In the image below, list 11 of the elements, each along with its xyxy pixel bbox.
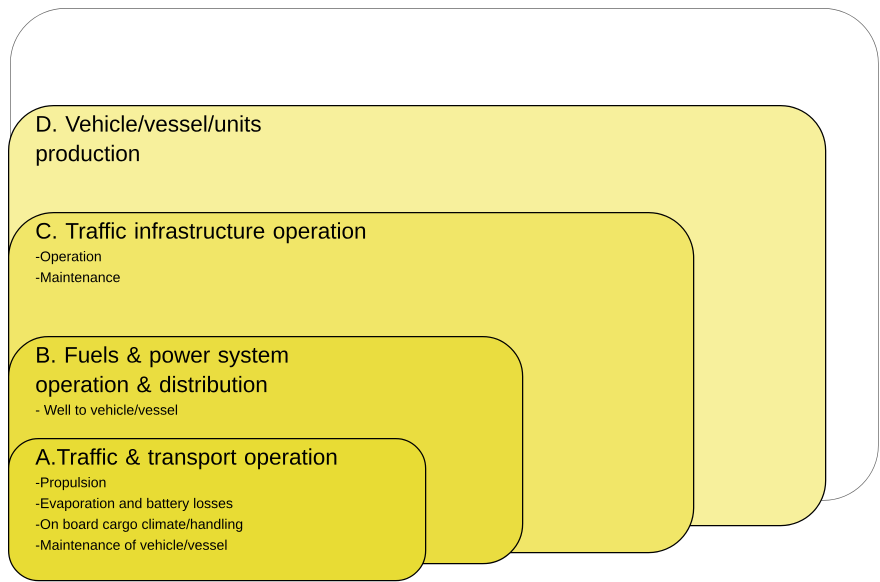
- heading: D. Vehicle/vessel/units production: [36, 115, 261, 166]
- heading: A.Traffic & transport operation: [35, 448, 336, 470]
- bullet-text: - Well to vehicle/vessel: [36, 404, 178, 415]
- heading: C. Traffic infrastructure operation: [36, 222, 366, 244]
- bullet-text: -Propulsion: [36, 477, 106, 490]
- bullet-text: -Operation: [36, 251, 101, 264]
- bullet-text: -Maintenance: [36, 272, 120, 282]
- bullet-text: -On board cargo climate/handling: [36, 518, 242, 532]
- bullet-text: -Evaporation and battery losses: [36, 498, 232, 511]
- heading: B. Fuels & power system operation & distribution: [36, 346, 288, 397]
- bullet-text: -Maintenance of vehicle/vessel: [36, 540, 227, 550]
